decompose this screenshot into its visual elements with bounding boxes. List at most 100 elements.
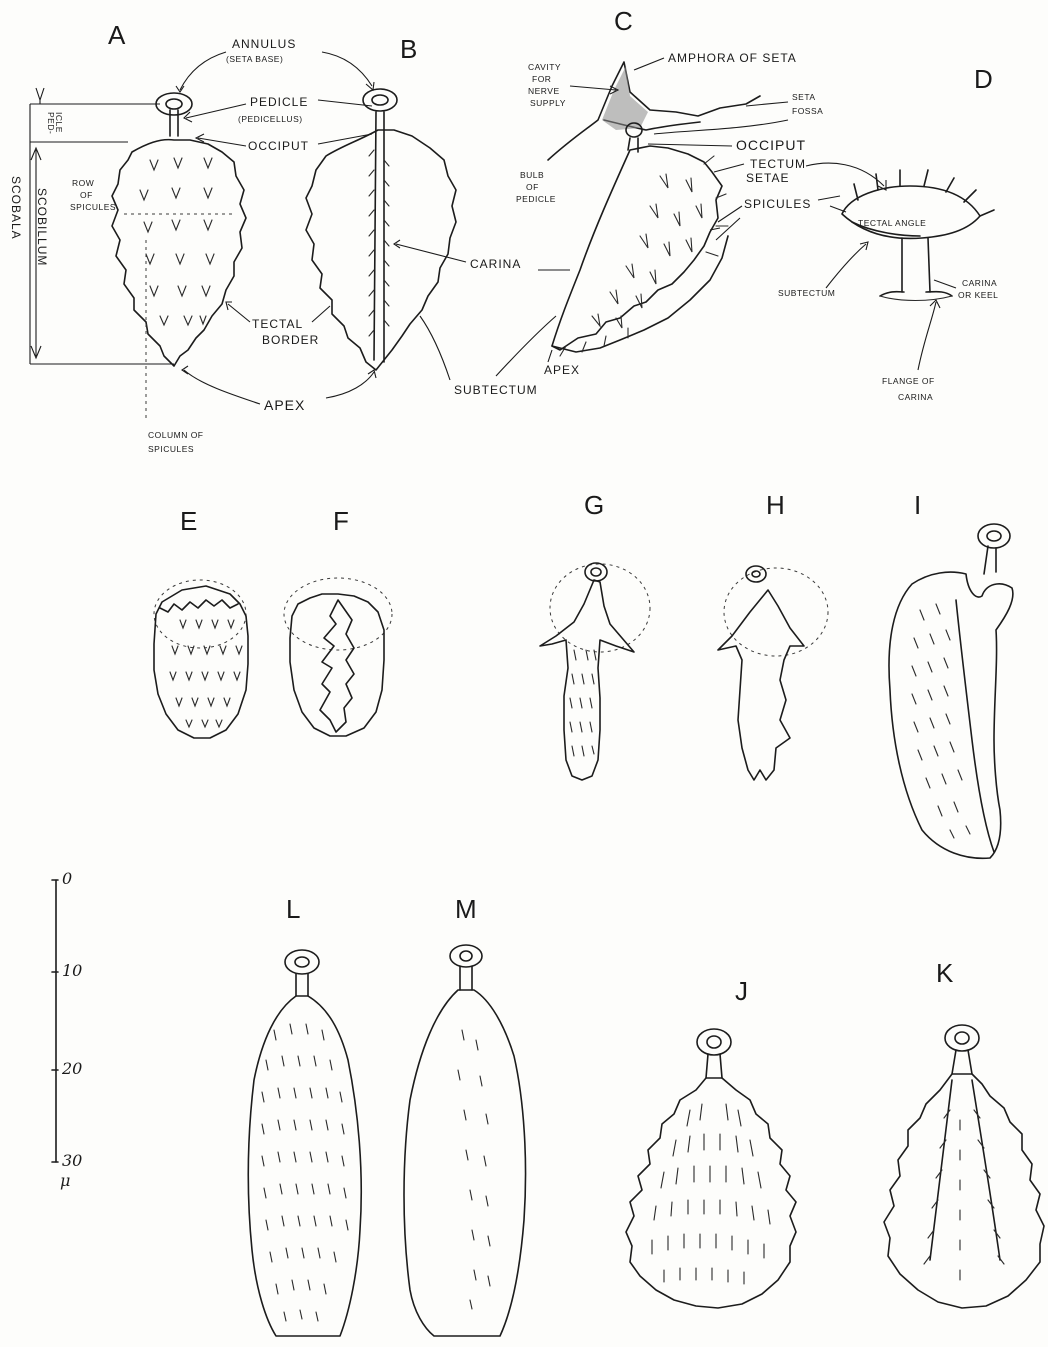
scobala-label: SCOBALA [9,176,23,240]
scale-tick-0: 0 [62,869,72,888]
panel-letter-c: C [614,6,633,36]
panel-letter-b: B [400,34,417,64]
figure-c-scale-lateral [548,62,760,356]
icle-label: ICLE [54,112,64,133]
scale-unit: μ [60,1171,70,1190]
scale-outline-h [718,590,804,780]
scale-outline-j [626,1078,796,1308]
figure-e-scale [154,580,248,738]
annulus-l [285,950,319,974]
scale-tick-10: 10 [62,961,82,980]
scale-bar: 0 10 20 30 μ [52,869,82,1190]
scobala-outline-c [552,146,722,350]
figure-f-scale [284,578,392,736]
tectum-arc-d [842,186,980,238]
cavity-label-1: CAVITY [528,62,561,72]
row-of-label-1: ROW [72,178,94,188]
amphora-hatching [602,66,648,130]
carina-b [374,112,384,362]
scale-outline-g [540,580,634,780]
carina-label-d-2: OR KEEL [958,290,998,300]
figure-j-scale [626,1029,796,1308]
dimension-lines-a: PED- ICLE SCOBILLUM SCOBALA [9,88,174,364]
annulus-j [697,1029,731,1055]
row-of-label-2: OF [80,190,93,200]
scale-outline-m [404,990,526,1336]
spicules-e [170,620,242,727]
annulus-a [156,93,192,115]
bulb-label-2: OF [526,182,539,192]
annulus-m [450,945,482,967]
carina-stem-d [902,238,930,292]
subtectum-label-c: SUBTECTUM [454,383,538,397]
annulus-b [363,89,397,111]
spicules-i [912,604,970,838]
pedicellus-label: (PEDICELLUS) [238,114,303,124]
spicules-m [458,1030,490,1309]
spicules-l [262,1024,348,1321]
spicules-g [570,650,596,756]
flange-d [880,292,952,296]
panel-letter-k: K [936,958,954,988]
carina-teeth-b [369,150,389,336]
tectal-label: TECTAL [252,317,303,331]
panel-letter-a: A [108,20,126,50]
flange-label-1: FLANGE OF [882,376,935,386]
tectal-angle-label: TECTAL ANGLE [858,218,926,228]
cavity-label-3: NERVE [528,86,560,96]
figure-g-scale [540,563,650,780]
spicules-a [140,158,214,325]
panel-letter-d: D [974,64,993,94]
figure-m-scale [404,945,526,1336]
panel-letter-l: L [286,894,300,924]
row-of-label-3: SPICULES [70,202,116,212]
carina-teeth-k [924,1110,1004,1280]
panel-letter-i: I [914,490,921,520]
spicules-column-label: SPICULES [148,444,194,454]
bulb-label-3: PEDICLE [516,194,556,204]
cavity-label-2: FOR [532,74,551,84]
scale-outline-e [154,586,248,738]
carina-f [320,600,354,732]
figure-h-scale [718,566,828,780]
pedicle-a [170,110,178,136]
tectum-label: TECTUM [750,157,806,171]
scobillum-label: SCOBILLUM [35,188,49,266]
scobala-outline-b [306,130,456,370]
scale-tick-30: 30 [62,1151,82,1170]
setae-label: SETAE [746,171,789,185]
scobala-outline-a [112,140,246,366]
apex-label-a: APEX [264,397,305,413]
annulus-label: ANNULUS [232,37,296,51]
panel-letter-f: F [333,506,349,536]
spicules-j [652,1104,770,1284]
cavity-label-4: SUPPLY [530,98,566,108]
figure-k-scale [884,1025,1044,1308]
panel-letter-j: J [735,976,748,1006]
apex-label-c: APEX [544,363,580,377]
amphora-c [548,62,760,160]
flange-label-2: CARINA [898,392,933,402]
figure-i-scale [889,524,1013,858]
annulus-k [945,1025,979,1051]
panel-letter-h: H [766,490,785,520]
bulb-label-1: BULB [520,170,544,180]
occiput-label-c: OCCIPUT [736,137,806,153]
annulus-g [585,563,607,581]
seta-fossa-label-2: FOSSA [792,106,823,116]
panel-letter-g: G [584,490,604,520]
spicules-label-c: SPICULES [744,197,811,211]
subtectum-edge-c [552,236,728,352]
subtectum-label-d: SUBTECTUM [778,288,835,298]
pedicle-label: PEDICLE [250,95,308,109]
panel-letter-m: M [455,894,477,924]
scale-outline-i [889,572,1013,858]
figure-a-scale-dorsal [112,93,246,420]
carina-label-d-1: CARINA [962,278,997,288]
scale-outline-k [884,1074,1044,1308]
panel-letter-e: E [180,506,197,536]
panel-letters: A B C D E F G H I J K L M [108,6,993,1006]
occiput-label-a: OCCIPUT [248,139,309,153]
